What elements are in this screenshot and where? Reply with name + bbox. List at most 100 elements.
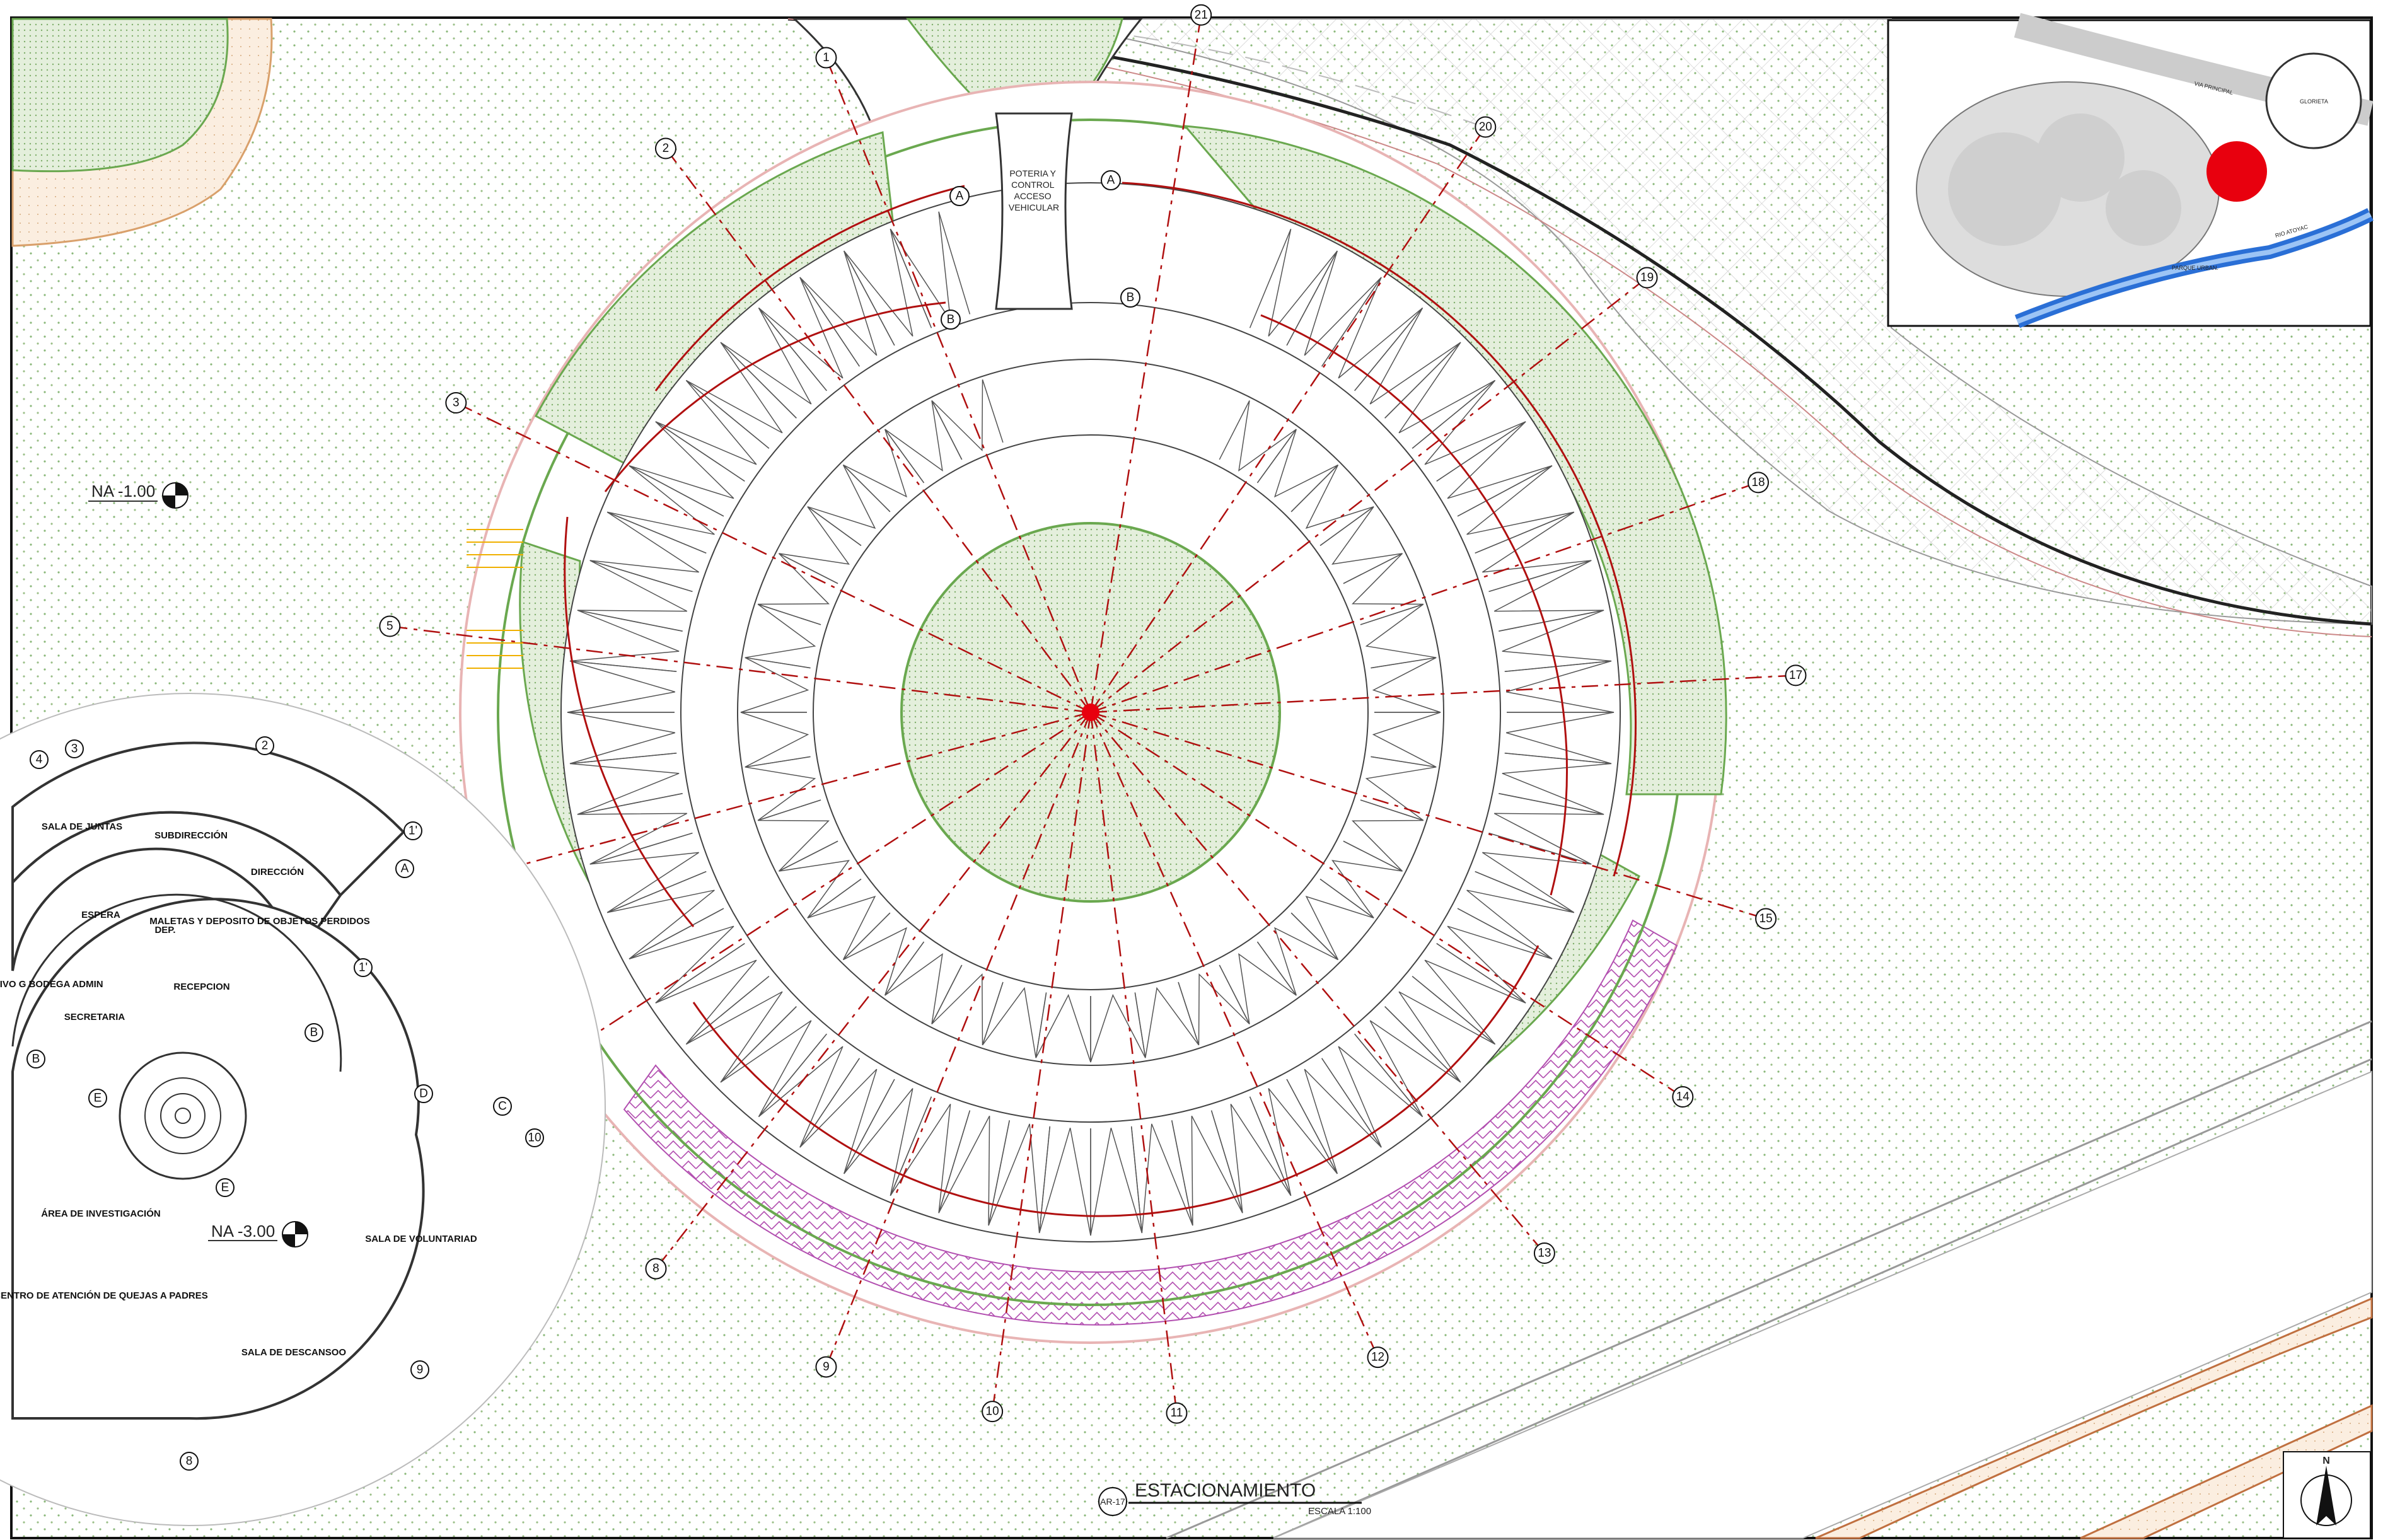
room-espera: ESPERA — [81, 910, 120, 920]
scale-text: ESCALA 1:100 — [1308, 1506, 1371, 1517]
axis-bubble — [1533, 1242, 1555, 1264]
diag-road-2 — [1273, 1058, 2372, 1539]
building-axis-bubble — [395, 859, 414, 878]
ring-axis-label: B — [947, 313, 955, 327]
guard-booth: POTERIA Y CONTROL ACCESO VEHICULAR — [995, 112, 1073, 310]
room-dep: DEP. — [154, 925, 175, 935]
level-upper-text: NA -1.00 — [91, 482, 155, 501]
axis-bubble — [1747, 472, 1769, 494]
radial-axis-line — [1089, 14, 1202, 713]
building-axis-bubble — [354, 958, 373, 977]
parking-stall — [1371, 657, 1441, 713]
room-sala-juntas: SALA DE JUNTAS — [42, 821, 122, 832]
red-ring-b — [604, 301, 946, 492]
room-secretaria: SECRETARIA — [64, 1012, 125, 1022]
ring-axis-label: A — [1107, 174, 1115, 187]
axis-bubble — [379, 615, 401, 637]
axis-bubble — [445, 392, 467, 414]
radial-axis-line — [1089, 126, 1487, 713]
red-ring-d — [564, 516, 695, 927]
key-map-river-inner — [2016, 212, 2372, 324]
axis-bubble — [1785, 664, 1807, 686]
inner-parking-stalls — [740, 379, 1441, 1063]
axis-label: 3 — [453, 397, 460, 410]
room-sala-voluntariad: SALA DE VOLUNTARIAD — [365, 1234, 477, 1244]
red-ring-b2 — [1260, 314, 1568, 896]
sand-path — [1815, 1297, 2373, 1539]
axis-label: 14 — [1676, 1090, 1690, 1103]
building-axis-bubble — [255, 736, 274, 755]
axis-label: 10 — [986, 1405, 999, 1418]
axis-label: 20 — [1479, 120, 1492, 134]
axis-bubble — [1672, 1086, 1694, 1108]
axis-bubble — [1636, 267, 1658, 289]
radial-axis-line — [1089, 712, 1379, 1358]
radial-axis-line — [991, 712, 1092, 1412]
rotunda-core-2 — [160, 1093, 206, 1138]
ring-axis-bubble — [941, 310, 961, 330]
axis-bubble — [982, 1401, 1004, 1423]
building-axis-bubble — [26, 1050, 45, 1068]
north-letter: N — [2322, 1456, 2330, 1466]
building-axis-label: B — [310, 1026, 318, 1039]
room-maletas: MALETAS Y DEPOSITO DE OBJETOS PERDIDOS — [149, 916, 370, 927]
key-map-label-parque: PARQUE URBAN. — [2172, 265, 2218, 271]
room-area-investigacion: ÁREA DE INVESTIGACIÓN — [41, 1208, 160, 1219]
room-centro-atencion: CENTRO DE ATENCIÓN DE QUEJAS A PADRES — [0, 1290, 208, 1301]
axis-bubble — [815, 1356, 837, 1378]
building-axis-label: 10 — [528, 1132, 541, 1145]
sheet-tag — [1098, 1487, 1127, 1516]
room-direccion: DIRECCIÓN — [251, 866, 304, 877]
radial-grid-axes: 123567891011121314151718192021AABB — [379, 4, 1807, 1424]
radial-axis-line — [825, 57, 1092, 713]
building-axis-label: 4 — [36, 753, 43, 767]
radial-axis-line — [825, 712, 1092, 1367]
building-axis-bubble — [410, 1360, 429, 1379]
ring-axis-label: A — [956, 190, 964, 203]
building-axis-bubble — [403, 821, 422, 840]
white-road-band — [1273, 1070, 2372, 1539]
radial-axis-line — [1090, 712, 1545, 1254]
axis-label: 8 — [652, 1262, 659, 1275]
axis-label: 11 — [1171, 1406, 1183, 1420]
sand-path-2 — [2080, 1404, 2373, 1539]
building-axis-bubble — [493, 1097, 512, 1116]
building-axis-label: A — [401, 862, 409, 876]
building-axis-label: B — [32, 1053, 40, 1066]
sheet-number: AR-17 — [1100, 1497, 1125, 1507]
key-map-label-glorieta: GLORIETA — [2300, 98, 2328, 105]
level-marker-upper: NA -1.00 — [88, 482, 188, 509]
building-corridor — [11, 893, 342, 1072]
axis-label: 18 — [1751, 476, 1765, 489]
red-ring-a — [654, 185, 965, 391]
booth-label: POTERIA Y CONTROL ACCESO VEHICULAR — [1009, 168, 1059, 212]
axis-label: 17 — [1789, 669, 1802, 682]
location-marker — [2206, 141, 2267, 202]
ring-axis-label: B — [1127, 291, 1135, 304]
radial-axis-line — [1090, 277, 1648, 713]
building-axis-bubble — [525, 1128, 544, 1147]
axis-bubble — [1190, 4, 1212, 26]
level-lower-text: NA -3.00 — [211, 1222, 275, 1241]
building-axis-label: 9 — [417, 1363, 424, 1377]
ring-axis-bubble — [1101, 170, 1121, 190]
north-arrow: N — [2283, 1451, 2371, 1539]
diag-road-1 — [1166, 1020, 2372, 1539]
axis-label: 9 — [823, 1360, 830, 1374]
building-axis-label: 8 — [186, 1455, 193, 1468]
circular-parking: 123567891011121314151718192021AABB — [379, 4, 1807, 1424]
radial-axis-line — [1089, 712, 1178, 1413]
building-axis-bubble — [180, 1452, 199, 1471]
parking-stall — [1504, 660, 1615, 713]
road-edge-outer — [945, 18, 1482, 127]
radial-axis-line — [1090, 482, 1759, 714]
room-sala-descanso: SALA DE DESCANSOO — [241, 1347, 346, 1358]
axis-bubble — [815, 47, 837, 69]
axis-label: 21 — [1195, 8, 1208, 21]
admin-building: SALA DE JUNTAS SUBDIRECCIÓN DIRECCIÓN ES… — [0, 693, 606, 1526]
rotunda-core-3 — [175, 1108, 191, 1124]
red-ring-c — [692, 945, 1539, 1217]
building-axis-bubble — [30, 750, 49, 769]
yellow-stripes — [467, 529, 523, 669]
